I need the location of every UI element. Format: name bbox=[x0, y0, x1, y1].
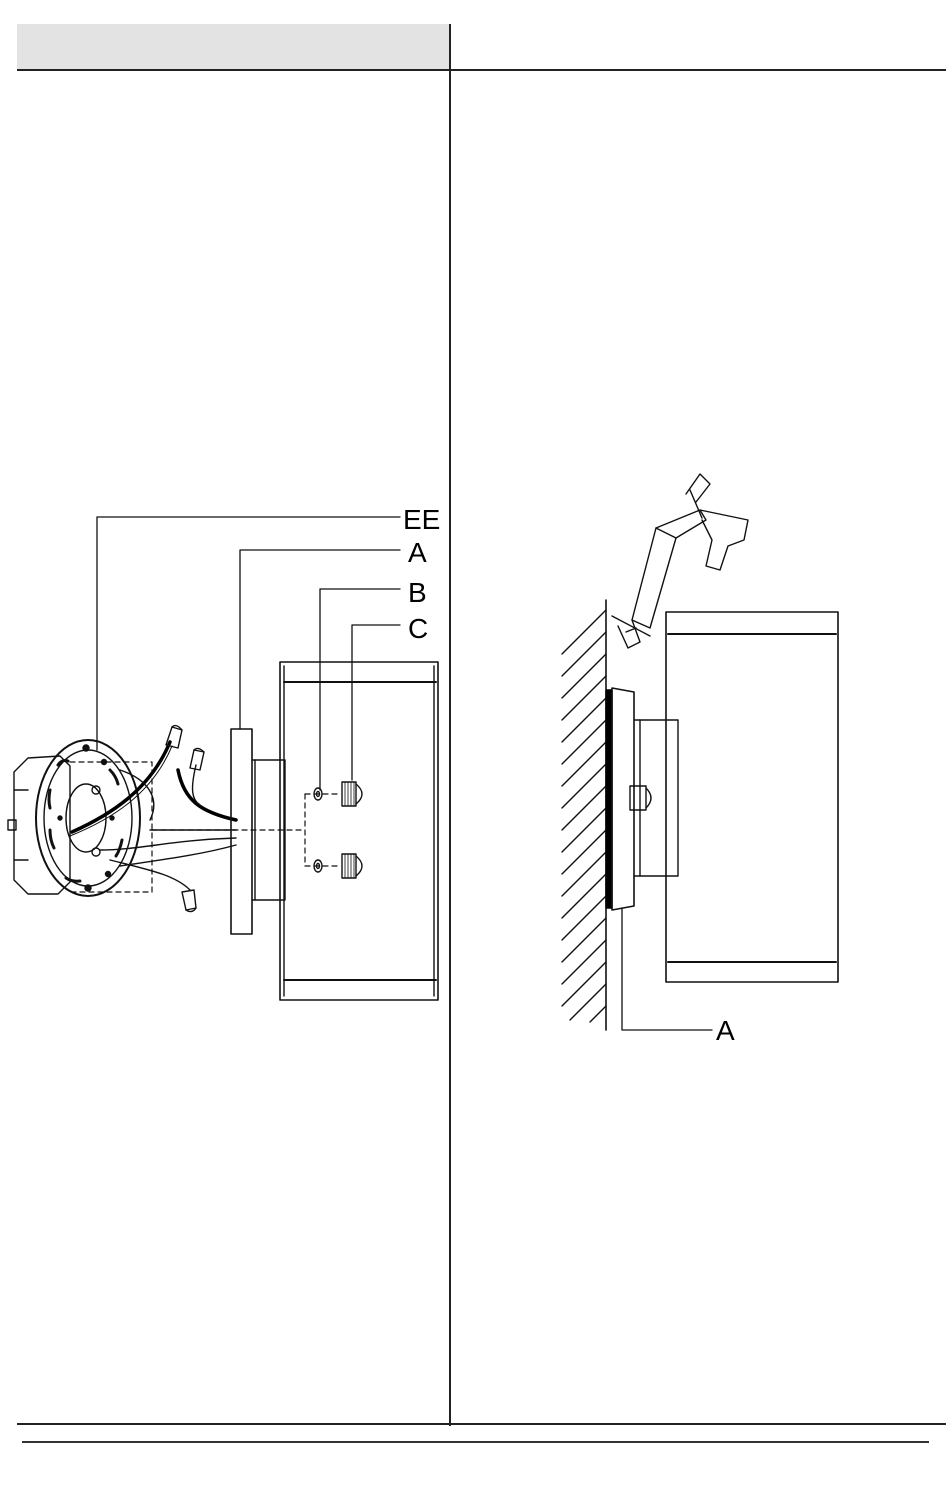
callout-a-leader-right bbox=[622, 908, 712, 1030]
callout-a-label-right: A bbox=[716, 1015, 735, 1046]
caulk-bead bbox=[606, 690, 612, 908]
caulk-gun bbox=[612, 474, 748, 648]
fixture-body-side bbox=[666, 612, 838, 982]
fixture-backplate-side bbox=[612, 688, 678, 910]
wall-surface bbox=[562, 600, 606, 1030]
